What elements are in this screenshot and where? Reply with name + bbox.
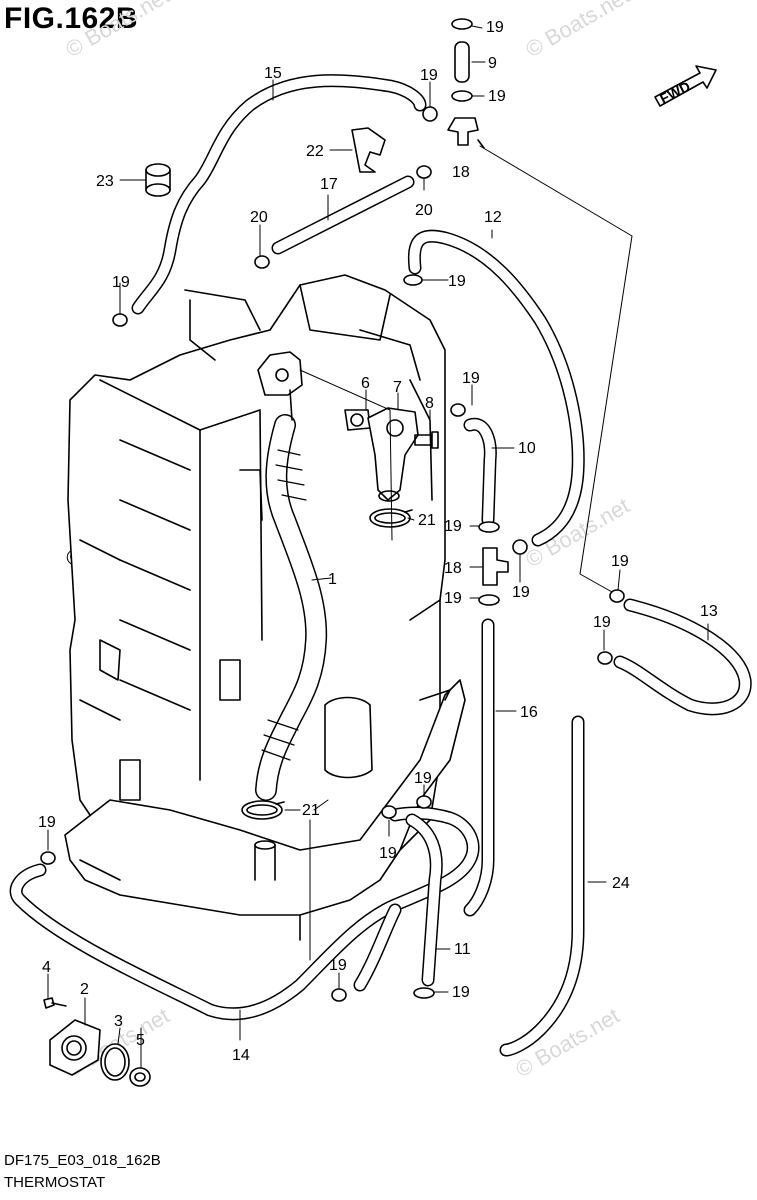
hose-24 — [499, 715, 585, 1057]
fwd-label: FWD — [657, 78, 693, 107]
callout-19: 19 — [444, 518, 462, 535]
leader-lines — [47, 25, 709, 1069]
cylinder-housing — [324, 696, 373, 779]
bolt-4 — [43, 997, 67, 1009]
thermostat-cover — [367, 407, 419, 502]
clamp-21-lower — [241, 800, 285, 820]
callout-7: 7 — [393, 379, 402, 396]
callout-6: 6 — [361, 375, 370, 392]
callout-19: 19 — [414, 770, 432, 787]
callout-19: 19 — [462, 370, 480, 387]
hose-13 — [613, 598, 752, 716]
callout-11: 11 — [454, 941, 471, 958]
callout-19: 19 — [452, 984, 470, 1001]
thermostat-housing — [257, 351, 303, 421]
callout-14: 14 — [232, 1047, 250, 1064]
tee-fitting-18-upper — [447, 117, 485, 149]
bolt-8 — [414, 431, 439, 449]
callout-19: 19 — [329, 957, 347, 974]
callout-18: 18 — [444, 560, 462, 577]
callout-19: 19 — [512, 584, 530, 601]
callout-19: 19 — [379, 845, 397, 862]
holder-22 — [351, 127, 386, 173]
fwd-arrow-icon — [654, 65, 717, 107]
hose-11 — [353, 813, 443, 992]
callout-19: 19 — [420, 67, 438, 84]
callout-21: 21 — [302, 802, 320, 819]
hose-17 — [271, 175, 415, 255]
callout-5: 5 — [136, 1032, 145, 1049]
callout-19: 19 — [488, 88, 506, 105]
callout-17: 17 — [320, 176, 338, 193]
callout-10: 10 — [518, 440, 536, 457]
outlet-pipe — [254, 689, 451, 881]
callout-19: 19 — [112, 274, 130, 291]
callout-22: 22 — [306, 143, 324, 160]
callout-19: 19 — [593, 614, 611, 631]
tee-fitting-18-lower — [482, 547, 509, 586]
callout-2: 2 — [80, 981, 89, 998]
hose-10 — [463, 417, 497, 527]
callout-24: 24 — [612, 875, 630, 892]
thermostat — [344, 409, 371, 431]
hose-12 — [407, 229, 585, 547]
cover-2 — [49, 1019, 101, 1076]
section-name: THERMOSTAT — [4, 1174, 106, 1191]
callout-19: 19 — [611, 553, 629, 570]
clamp-21-upper — [369, 508, 413, 528]
callout-21: 21 — [418, 512, 436, 529]
callout-4: 4 — [42, 959, 51, 976]
callout-3: 3 — [114, 1013, 123, 1030]
cap-5 — [129, 1067, 151, 1087]
callout-19: 19 — [38, 814, 56, 831]
callout-18: 18 — [452, 164, 470, 181]
hose-1 — [255, 414, 328, 801]
model-code: DF175_E03_018_162B — [4, 1152, 161, 1169]
figure-title: FIG.162B — [4, 2, 139, 35]
gasket-3 — [100, 1043, 130, 1081]
callout-labels: 1 2 3 4 5 6 7 8 9 10 11 12 13 14 15 16 1… — [38, 19, 718, 1064]
hose-16 — [463, 618, 495, 917]
callout-15: 15 — [264, 65, 282, 82]
callout-8: 8 — [425, 395, 434, 412]
callout-1: 1 — [328, 571, 337, 588]
callout-20: 20 — [250, 209, 268, 226]
callout-19: 19 — [444, 590, 462, 607]
callout-9: 9 — [488, 55, 497, 72]
callout-16: 16 — [520, 704, 538, 721]
hose-9 — [454, 41, 470, 83]
callout-20: 20 — [415, 202, 433, 219]
callout-19: 19 — [486, 19, 504, 36]
base-plate — [64, 679, 466, 941]
callout-23: 23 — [96, 173, 114, 190]
grommet-23 — [145, 163, 171, 197]
hose-15 — [131, 74, 427, 315]
callout-13: 13 — [700, 603, 718, 620]
hose-14 — [9, 806, 480, 1021]
callout-12: 12 — [484, 209, 502, 226]
callout-19: 19 — [448, 273, 466, 290]
